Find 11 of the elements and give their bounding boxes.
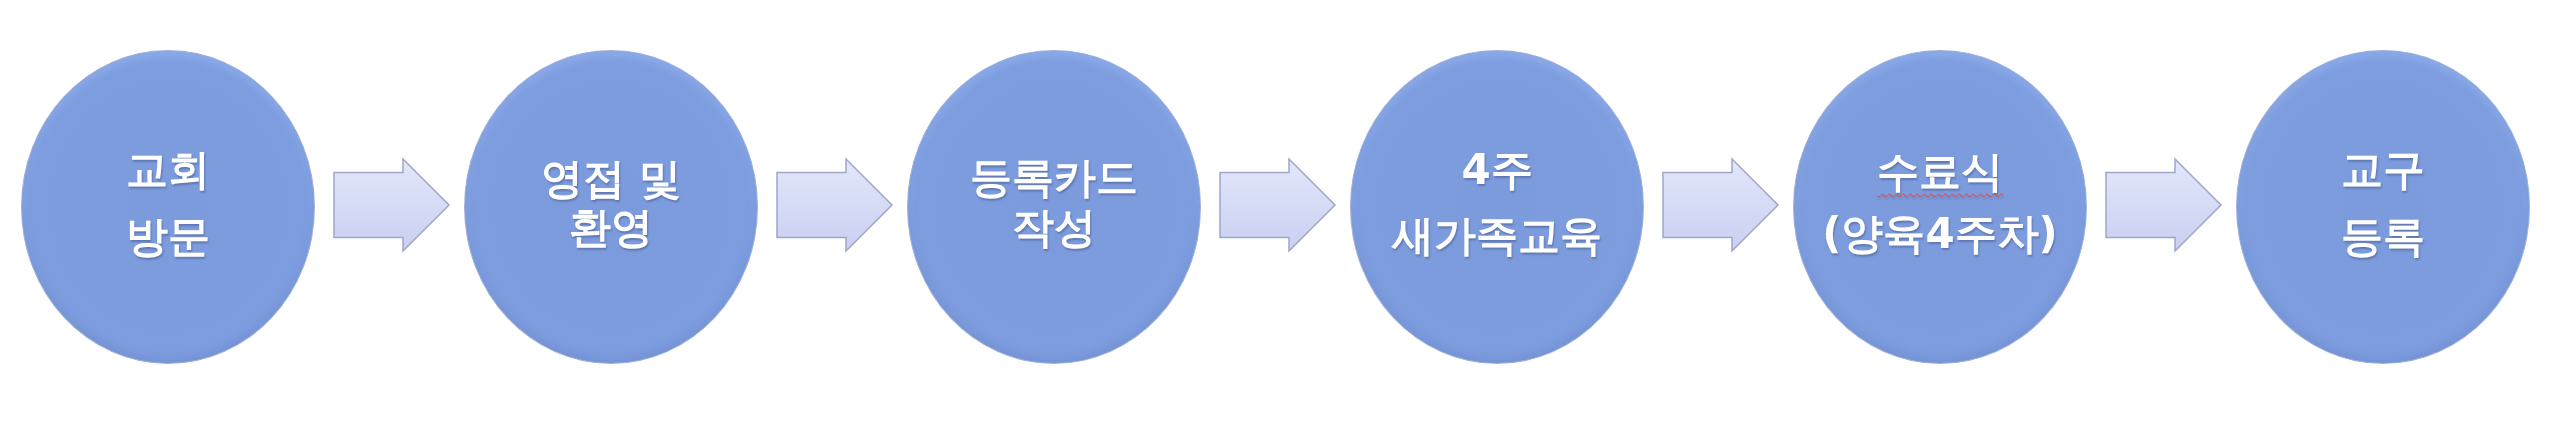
node-label: 영접 및 환영: [539, 154, 683, 252]
node-label: 교회 방문: [125, 144, 211, 263]
block-arrow: [776, 157, 894, 253]
block-arrow: [333, 157, 451, 253]
block-arrow: [1662, 157, 1780, 253]
node-label: 등록카드 작성: [969, 153, 1139, 253]
node-label: 수료식 (양육4주차): [1821, 146, 2059, 260]
node-label: 4주 새가족교육: [1390, 144, 1603, 262]
node-label: 교구 등록: [2340, 144, 2426, 263]
block-arrow: [2105, 157, 2223, 253]
block-arrow: [1219, 157, 1337, 253]
